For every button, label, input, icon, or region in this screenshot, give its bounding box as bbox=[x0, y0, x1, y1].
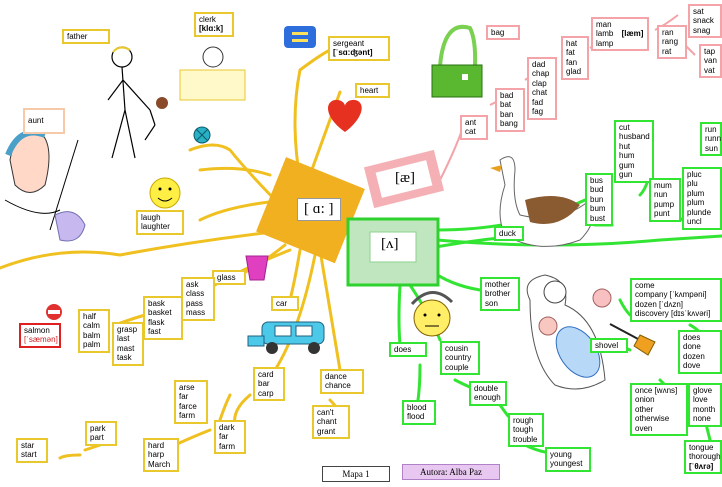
aunt-figure bbox=[4, 129, 86, 242]
author-label: Autora: Alba Paz bbox=[402, 464, 500, 480]
word-box-does: does bbox=[389, 342, 427, 358]
word-box-heart: heart bbox=[355, 83, 390, 99]
word-box-shovel: shovel bbox=[590, 338, 628, 354]
glass-icon bbox=[245, 255, 269, 281]
dog-icon bbox=[156, 97, 168, 109]
father-figure bbox=[107, 46, 156, 159]
sound-a-long-label: [ ɑ: ] bbox=[297, 198, 341, 221]
heart-icon bbox=[328, 99, 362, 132]
laughing-face-icon bbox=[149, 177, 181, 209]
word-box-father: father bbox=[62, 29, 110, 45]
word-box-aunt: aunt bbox=[23, 108, 65, 134]
word-box-glass: glass bbox=[212, 270, 246, 286]
word-box-sergeant: sergeant[ˈsɑ:ʤənt] bbox=[328, 36, 390, 61]
sound-ae-label: [æ] bbox=[395, 170, 415, 186]
book-icon bbox=[284, 26, 316, 48]
map-number-label: Mapa 1 bbox=[322, 466, 390, 482]
clerk-face-icon bbox=[202, 46, 224, 68]
shovel-icon bbox=[609, 323, 656, 356]
word-box-salmon: salmon[ˈsæmən] bbox=[19, 323, 61, 348]
clerk-desk bbox=[179, 69, 246, 101]
word-box-clerk: clerk[klɑ:k] bbox=[194, 12, 234, 37]
mother-baby-icon bbox=[526, 274, 612, 390]
word-box-duck: duck bbox=[494, 226, 524, 242]
word-box-car: car bbox=[271, 296, 299, 312]
bag-icon bbox=[431, 24, 483, 98]
car-icon bbox=[247, 321, 325, 354]
sound-wedge-label: [ʌ] bbox=[381, 236, 399, 252]
kid-face-icon bbox=[410, 291, 454, 337]
word-box-bag: bag bbox=[486, 25, 520, 41]
